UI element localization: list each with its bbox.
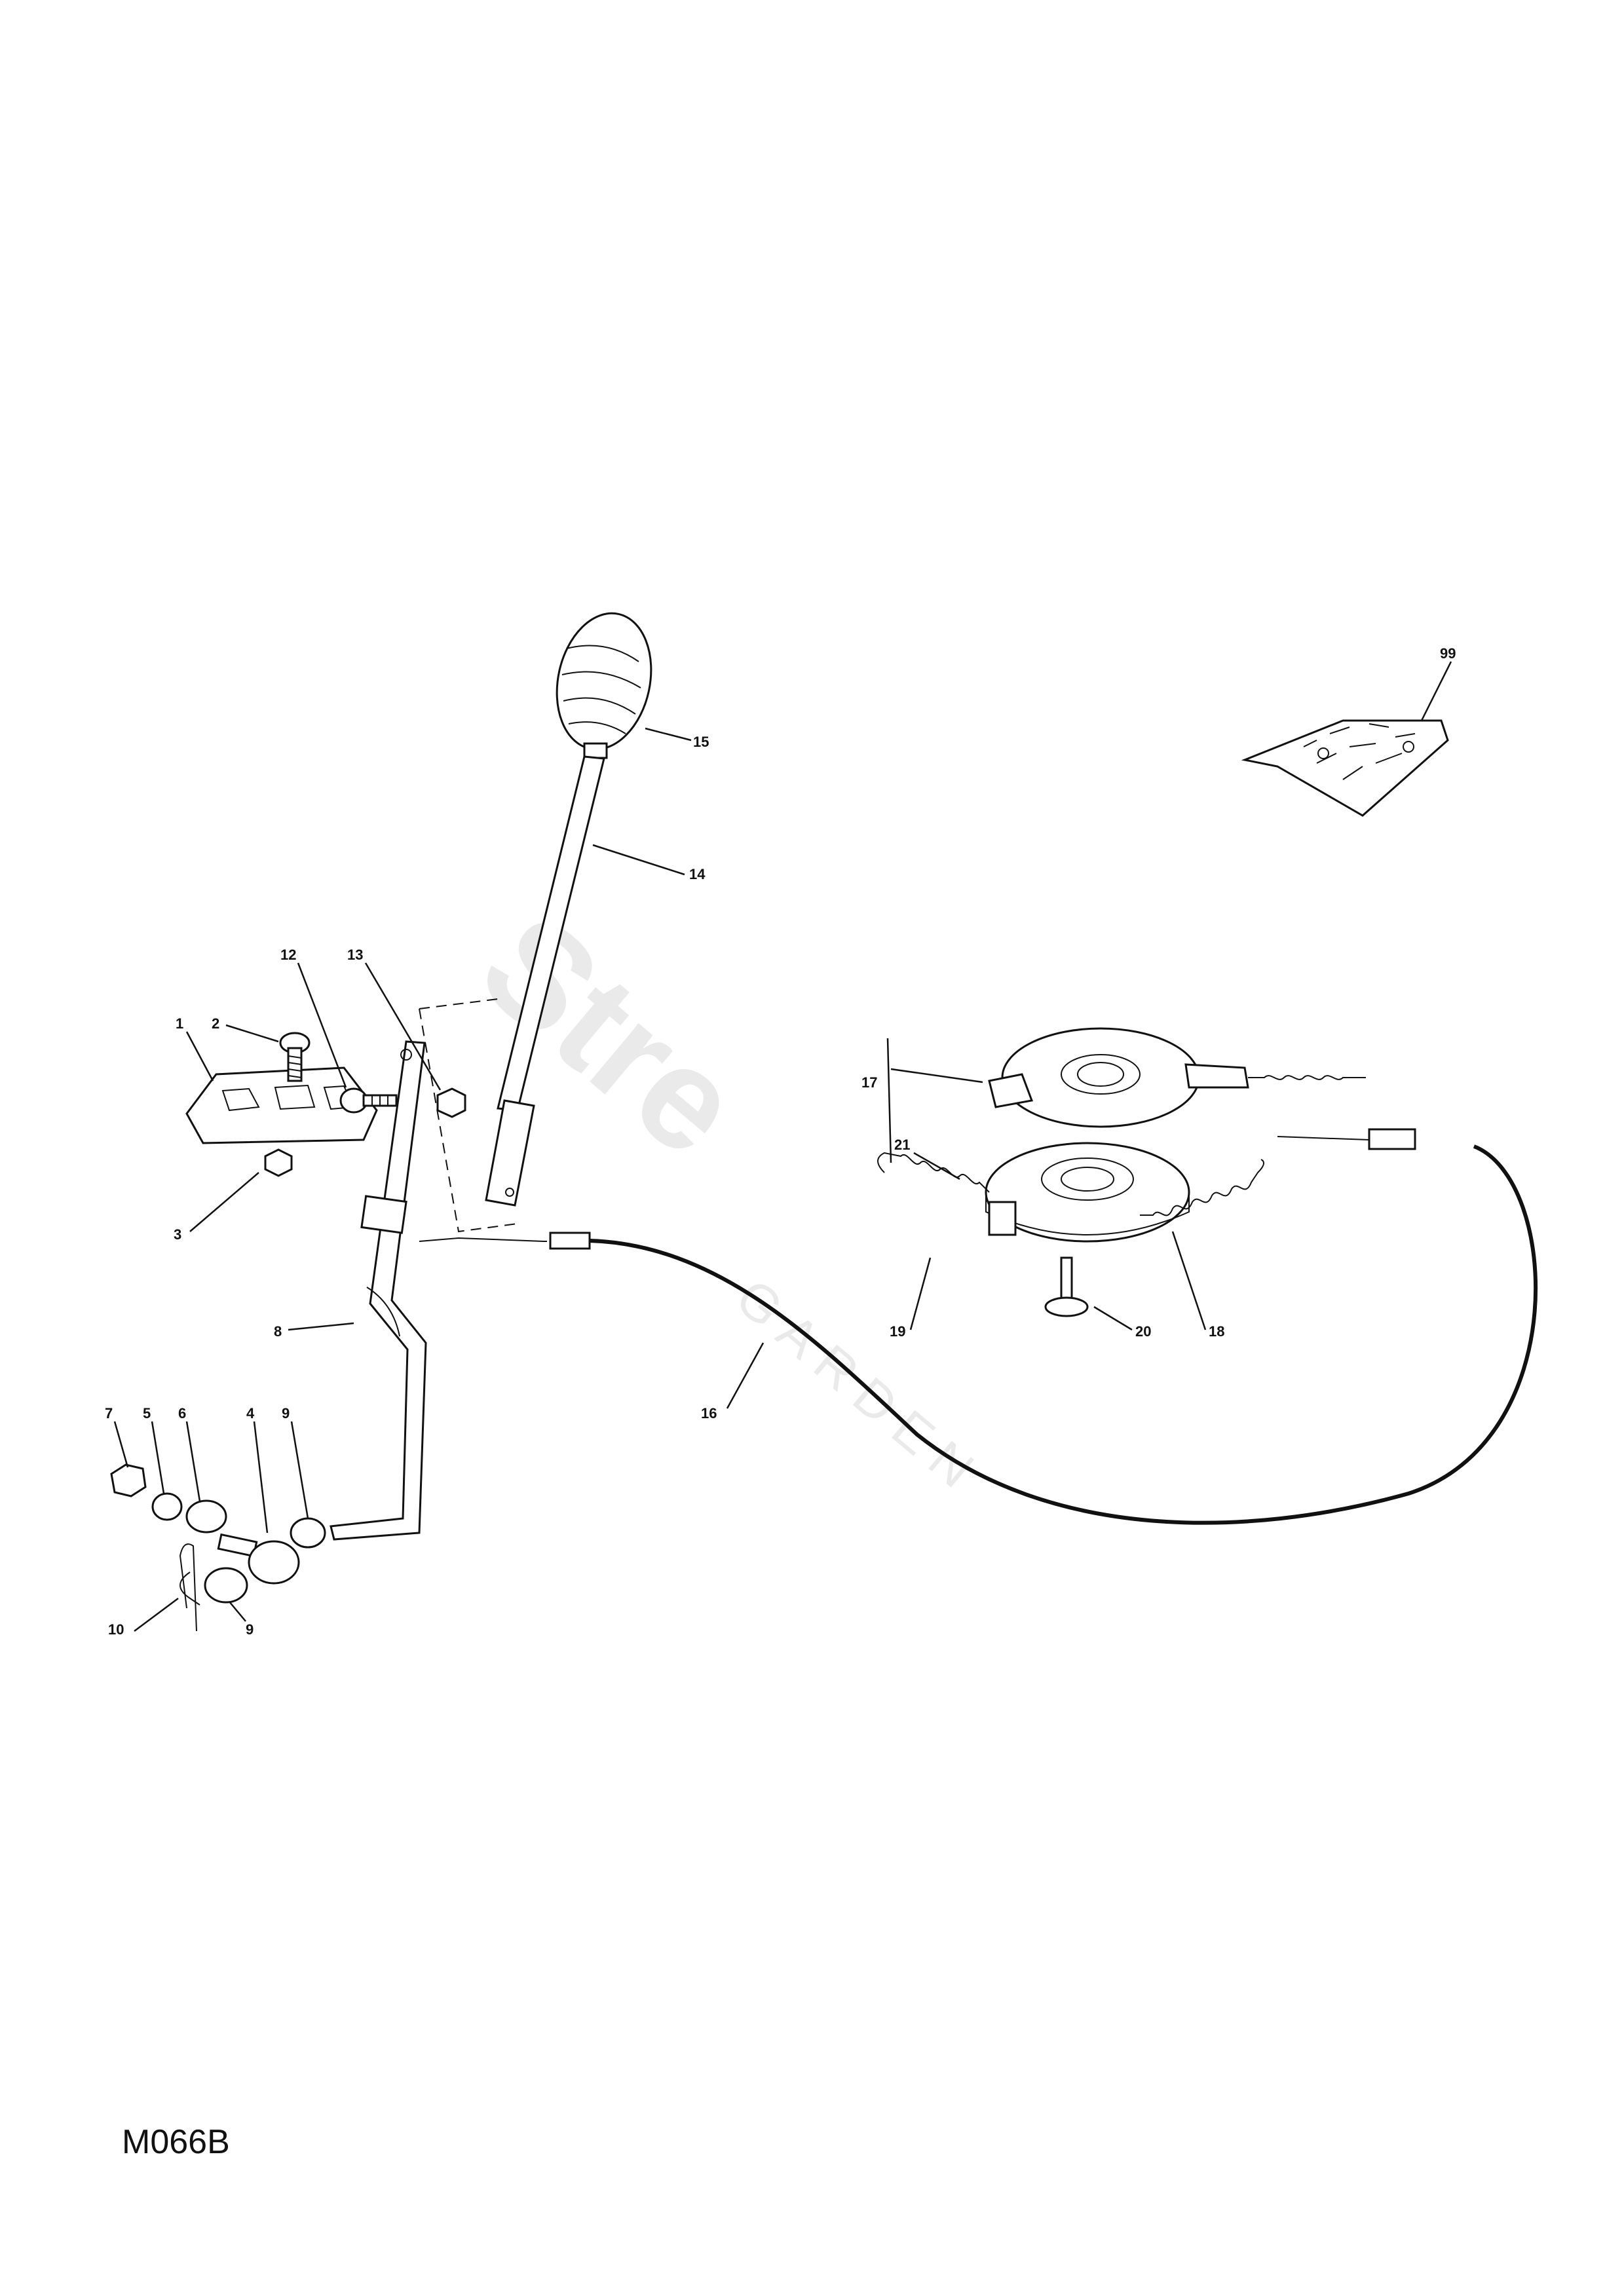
washer-5 bbox=[151, 1492, 183, 1521]
callout-12: 12 bbox=[280, 947, 296, 963]
callout-8: 8 bbox=[274, 1323, 282, 1340]
clutch-lower bbox=[985, 1142, 1190, 1243]
lever-rod bbox=[485, 755, 605, 1207]
callout-13: 13 bbox=[347, 947, 363, 963]
spring-18 bbox=[1140, 1159, 1264, 1216]
callout-15: 15 bbox=[693, 734, 709, 750]
callout-7: 7 bbox=[105, 1405, 113, 1421]
clip-10 bbox=[179, 1543, 200, 1632]
diagram-code: M066B bbox=[122, 2123, 230, 2161]
callout-99: 99 bbox=[1440, 645, 1456, 662]
callout-14: 14 bbox=[689, 866, 706, 882]
leader-lines bbox=[113, 661, 1452, 1632]
pin-4 bbox=[217, 1533, 300, 1585]
hardware-stack bbox=[110, 1463, 326, 1632]
callout-21: 21 bbox=[894, 1137, 910, 1153]
callout-labels: 1 2 3 4 5 6 7 8 9 9 10 12 13 14 15 16 17… bbox=[105, 645, 1456, 1638]
callout-9a: 9 bbox=[282, 1405, 290, 1421]
washer-6 bbox=[185, 1499, 227, 1534]
callout-19: 19 bbox=[890, 1323, 905, 1340]
nut-7 bbox=[110, 1463, 147, 1497]
callout-17: 17 bbox=[861, 1074, 877, 1091]
bolt-2 bbox=[279, 1032, 311, 1082]
callout-1: 1 bbox=[176, 1015, 183, 1032]
washer-9a bbox=[290, 1517, 326, 1549]
callout-3: 3 bbox=[174, 1226, 181, 1243]
nut-3 bbox=[264, 1148, 293, 1177]
bolt-12 bbox=[339, 1087, 398, 1114]
cable bbox=[419, 1128, 1538, 1525]
callout-18: 18 bbox=[1209, 1323, 1224, 1340]
callout-20: 20 bbox=[1135, 1323, 1151, 1340]
parts-bag bbox=[1241, 719, 1449, 817]
dashed-bracket bbox=[419, 998, 518, 1233]
lever-knob bbox=[556, 612, 652, 759]
callout-16: 16 bbox=[701, 1405, 717, 1421]
guide-plate bbox=[185, 1066, 378, 1144]
washer-9b bbox=[204, 1567, 248, 1604]
callout-2: 2 bbox=[212, 1015, 219, 1032]
callout-4: 4 bbox=[246, 1405, 255, 1421]
clutch-upper bbox=[988, 1027, 1366, 1128]
callout-10: 10 bbox=[108, 1621, 124, 1638]
nut-13 bbox=[436, 1087, 466, 1118]
spring-19 bbox=[877, 1152, 990, 1193]
callout-9b: 9 bbox=[246, 1621, 254, 1638]
callout-6: 6 bbox=[178, 1405, 186, 1421]
shift-arm bbox=[330, 1040, 427, 1541]
bolt-20 bbox=[1044, 1256, 1089, 1317]
callout-5: 5 bbox=[143, 1405, 151, 1421]
